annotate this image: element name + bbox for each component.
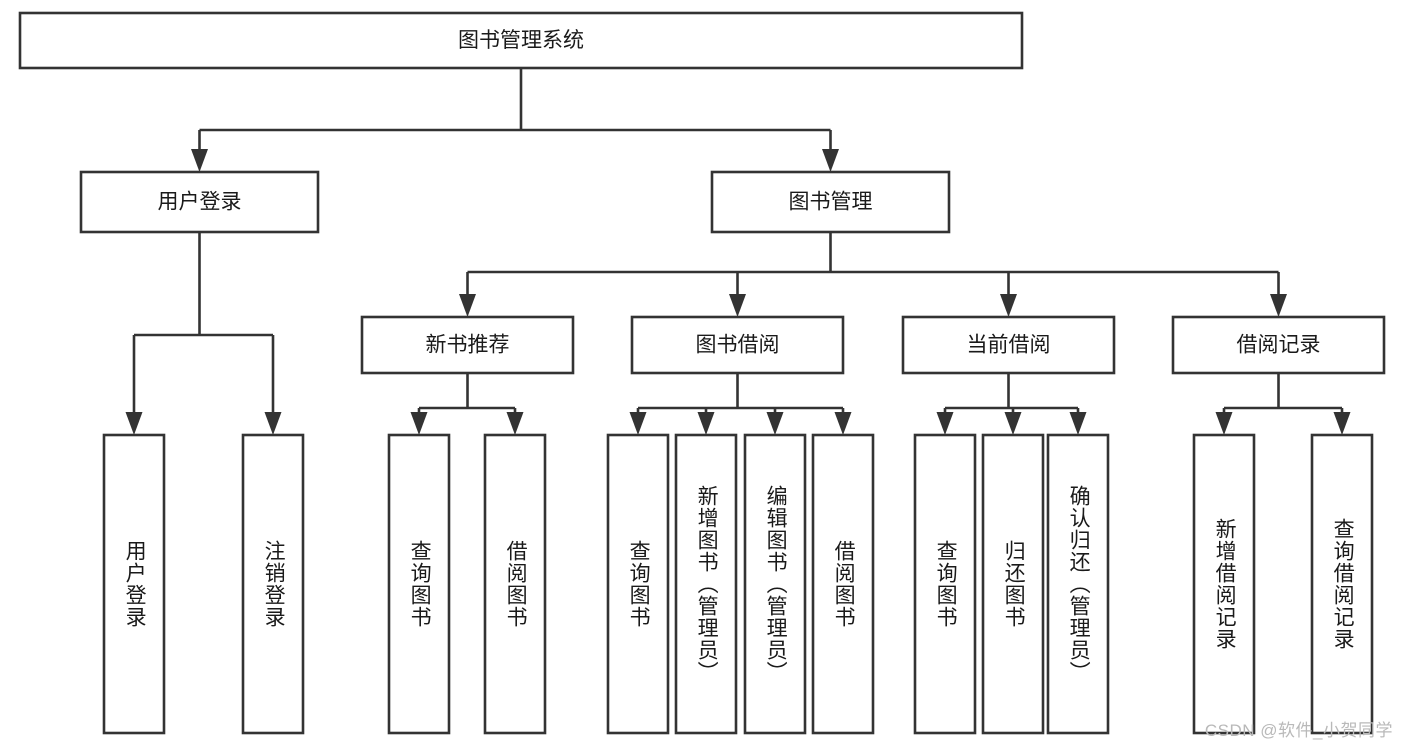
node-box-add-borrow-record	[1192, 433, 1256, 735]
csdn-watermark: CSDN @软件_小贺同学	[1204, 721, 1393, 740]
node-label-root: 图书管理系统	[458, 29, 584, 52]
arrow-head-icon	[936, 412, 954, 435]
node-label-borrow-record: 借阅记录	[1237, 334, 1321, 357]
connector-layer	[125, 68, 1351, 435]
arrow-head-icon	[1000, 294, 1017, 317]
arrow-head-icon	[264, 412, 282, 435]
arrow-head-icon	[191, 149, 208, 172]
node-box-user-login	[79, 170, 320, 234]
arrow-head-icon	[629, 412, 647, 435]
node-box-query-book-1	[387, 433, 451, 735]
arrow-head-icon	[1004, 412, 1022, 435]
arrow-head-icon	[697, 412, 715, 435]
node-box-return-book	[981, 433, 1045, 735]
node-box-root	[18, 11, 1024, 70]
arrow-head-icon	[834, 412, 852, 435]
arrow-head-icon	[766, 412, 784, 435]
arrow-head-icon	[1270, 294, 1287, 317]
node-label-book-manage: 图书管理	[789, 191, 873, 214]
node-label-current-borrow: 当前借阅	[967, 334, 1051, 357]
node-label-book-borrow: 图书借阅	[696, 334, 780, 357]
arrow-head-icon	[1069, 412, 1087, 435]
node-box-user-login-do	[102, 433, 166, 735]
arrow-head-icon	[1215, 412, 1233, 435]
arrow-head-icon	[1333, 412, 1351, 435]
node-label-user-login: 用户登录	[158, 191, 242, 214]
arrow-head-icon	[822, 149, 839, 172]
node-box-confirm-return-admin	[1046, 433, 1110, 735]
node-box-borrow-record	[1171, 315, 1386, 375]
node-box-borrow-book-1	[483, 433, 547, 735]
node-box-book-manage	[710, 170, 951, 234]
arrow-head-icon	[410, 412, 428, 435]
node-box-add-book-admin	[674, 433, 738, 735]
node-box-user-logout	[241, 433, 305, 735]
node-box-current-borrow	[901, 315, 1116, 375]
arrow-head-icon	[125, 412, 143, 435]
node-box-edit-book-admin	[743, 433, 807, 735]
node-box-borrow-book-2	[811, 433, 875, 735]
arrow-head-icon	[459, 294, 476, 317]
node-label-new-book-recommend: 新书推荐	[426, 334, 510, 357]
node-box-query-book-2	[606, 433, 670, 735]
node-box-new-book-recommend	[360, 315, 575, 375]
node-box-layer	[18, 11, 1386, 735]
arrow-head-icon	[729, 294, 746, 317]
arrow-head-icon	[506, 412, 524, 435]
node-box-book-borrow	[630, 315, 845, 375]
node-box-query-borrow-record	[1310, 433, 1374, 735]
node-box-query-book-3	[913, 433, 977, 735]
